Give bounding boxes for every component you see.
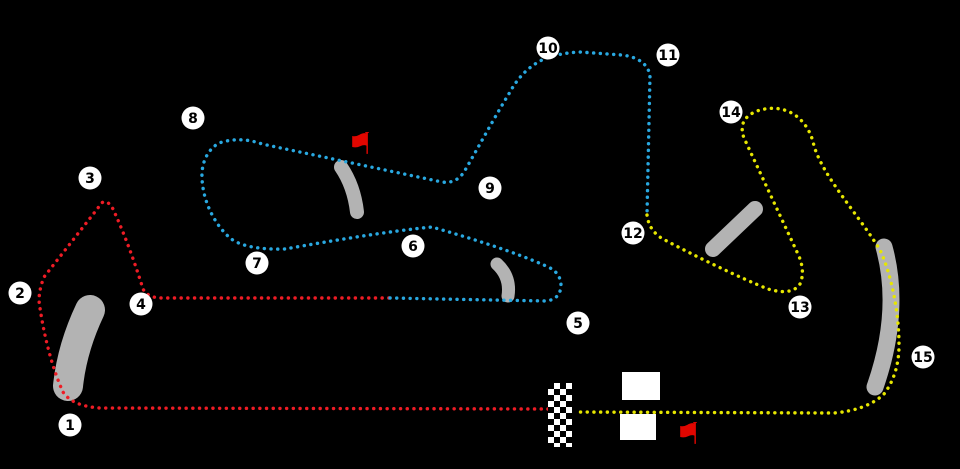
corner-number: 9 [485,181,495,197]
corner-number: 10 [538,41,558,57]
runoff-right-edge [866,238,900,396]
corner-number: 3 [85,171,95,187]
corner-marker-13: 13 [788,295,812,319]
corner-number: 1 [65,418,75,434]
corner-marker-15: 15 [911,345,935,369]
red-flag-icon: ⚑ [675,417,702,452]
corner-marker-1: 1 [58,413,82,437]
pit-buildings [620,372,660,440]
corner-marker-circle [78,166,102,190]
corner-marker-9: 9 [478,176,502,200]
corner-number: 2 [15,286,25,302]
corner-marker-circle [245,251,269,275]
runoff-areas [53,160,900,401]
runoff-left [53,295,105,401]
corner-marker-circle [8,281,32,305]
corner-marker-circle [911,345,935,369]
corner-number: 14 [721,105,741,121]
track-sector-1 [37,200,550,411]
corner-marker-circle [401,234,425,258]
track-sector-2 [200,50,652,303]
corner-marker-circle [656,43,680,67]
corner-marker-12: 12 [621,221,645,245]
corner-number: 12 [623,226,642,242]
corner-number: 4 [136,297,146,313]
corner-number: 8 [188,111,198,127]
corner-marker-2: 2 [8,281,32,305]
corner-marker-14: 14 [719,100,743,124]
pit-building-lower [620,414,656,440]
corner-marker-circle [478,176,502,200]
corner-marker-4: 4 [129,292,153,316]
corner-marker-3: 3 [78,166,102,190]
corner-marker-circle [621,221,645,245]
start-finish-line [548,383,572,447]
runoff-right-middle [705,201,763,257]
track-path [37,50,901,415]
corner-marker-circle [566,311,590,335]
corner-marker-11: 11 [656,43,680,67]
corner-marker-circle [719,100,743,124]
corner-number: 11 [658,48,677,64]
track-sector-3 [572,106,901,415]
corner-number: 6 [408,239,418,255]
runoff-corner5 [490,257,515,303]
pit-building-upper [622,372,660,400]
corner-marker-10: 10 [536,36,560,60]
corner-marker-8: 8 [181,106,205,130]
corner-marker-circle [536,36,560,60]
corner-number: 7 [252,256,262,272]
corner-number: 15 [913,350,932,366]
corner-marker-circle [58,413,82,437]
corner-marker-circle [788,295,812,319]
runoff-top-middle [334,160,364,219]
red-flag-icon: ⚑ [347,127,374,162]
corner-marker-7: 7 [245,251,269,275]
corner-marker-circle [129,292,153,316]
corner-marker-6: 6 [401,234,425,258]
corner-number: 13 [790,300,809,316]
flags-layer: ⚑⚑ [347,127,702,452]
corner-marker-circle [181,106,205,130]
corner-number: 5 [573,316,583,332]
corner-marker-5: 5 [566,311,590,335]
